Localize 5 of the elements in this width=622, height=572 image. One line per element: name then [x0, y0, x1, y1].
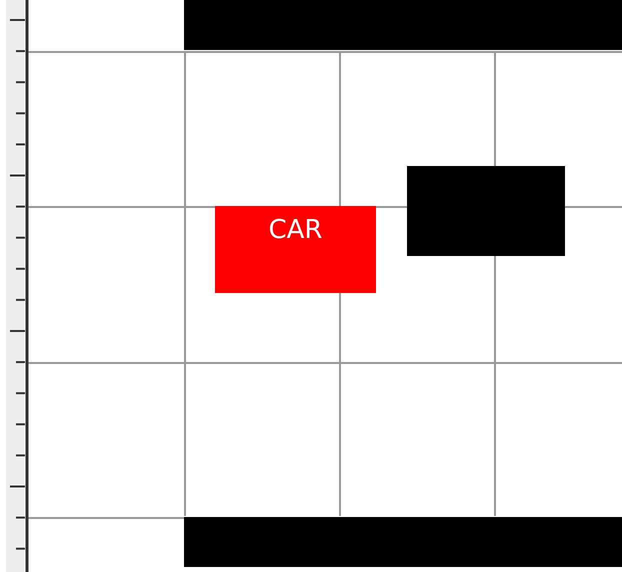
- car-block: [215, 206, 376, 293]
- car-label: CAR: [267, 216, 324, 244]
- obstacle-block: [184, 517, 622, 567]
- obstacle-block: [184, 0, 622, 50]
- obstacle-block: [407, 166, 565, 256]
